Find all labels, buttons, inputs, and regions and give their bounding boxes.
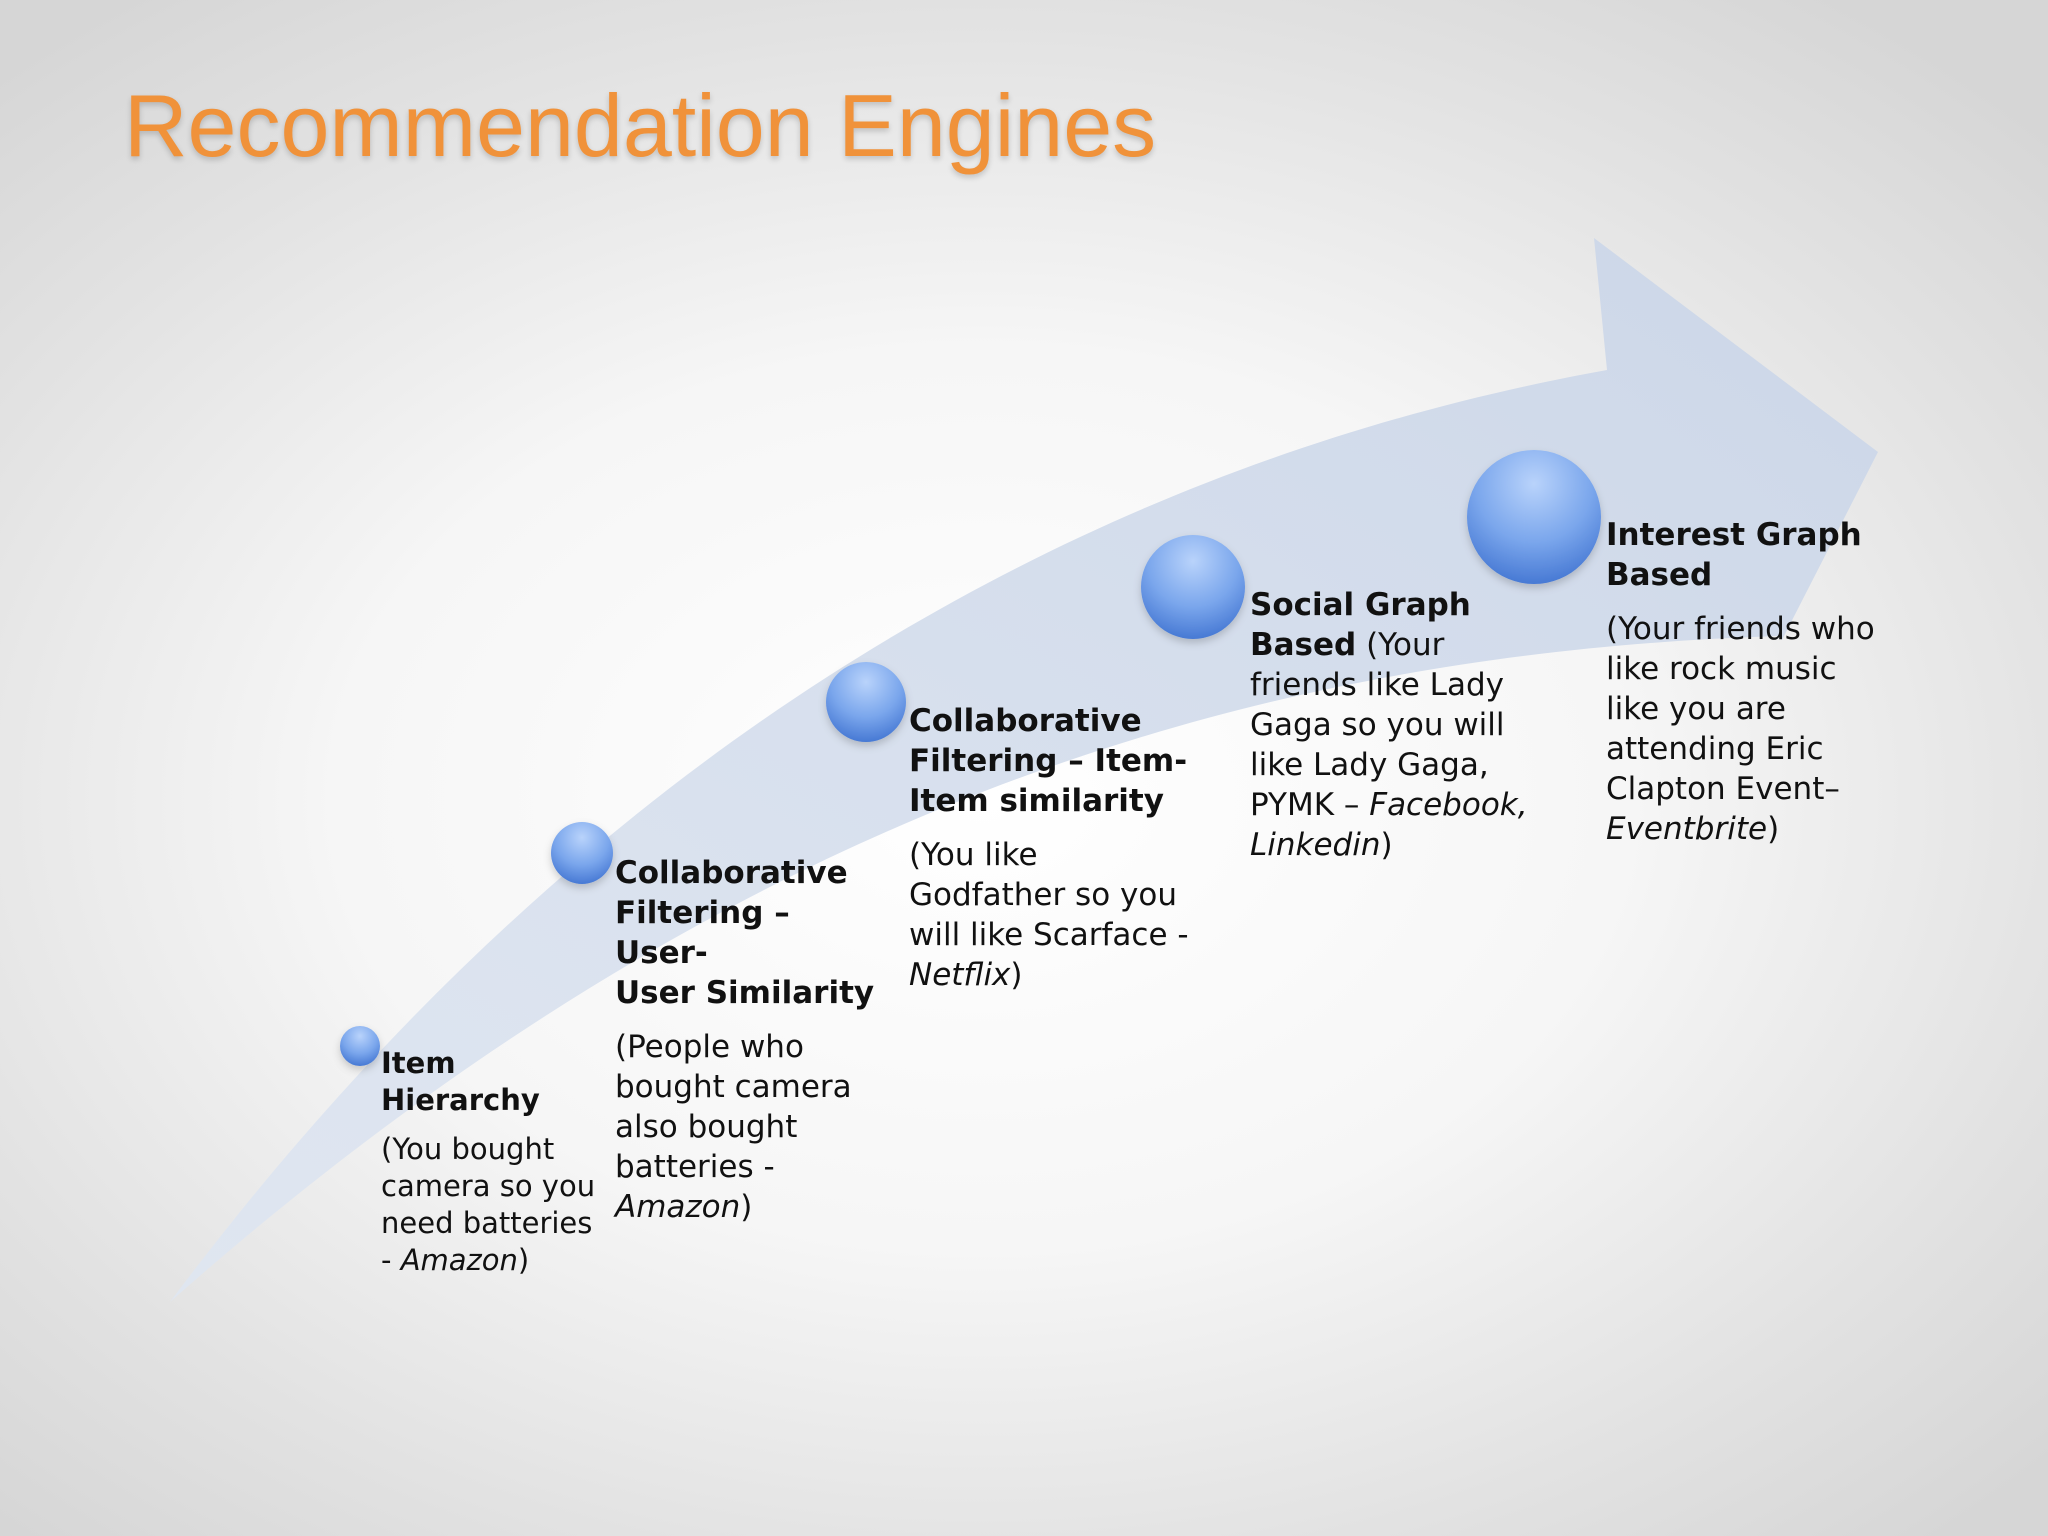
step-item-hierarchy: Item Hierarchy (You bought camera so you… xyxy=(381,1045,601,1279)
desc-line: (Your friends who xyxy=(1606,611,1875,647)
desc-line: also bought xyxy=(615,1109,798,1145)
step-heading: Interest Graph Based xyxy=(1606,515,1896,595)
desc-text: ) xyxy=(1767,811,1780,847)
step-description: (You bought camera so you need batteries… xyxy=(381,1131,601,1279)
slide-title: Recommendation Engines xyxy=(124,76,1157,175)
desc-text: ) xyxy=(1010,957,1023,993)
desc-line: camera so you xyxy=(381,1169,596,1203)
desc-line: bought camera xyxy=(615,1069,852,1105)
desc-line: like rock music xyxy=(1606,651,1837,687)
desc-text: (Your xyxy=(1356,627,1445,663)
step-description: (People who bought camera also bought ba… xyxy=(615,1027,885,1227)
step-collab-user-user: Collaborative Filtering – User- User Sim… xyxy=(615,853,885,1227)
step-heading: Collaborative Filtering – User- User Sim… xyxy=(615,853,885,1013)
desc-line: like you are xyxy=(1606,691,1786,727)
heading-line: Collaborative xyxy=(909,703,1142,739)
step-heading: Collaborative Filtering – Item- Item sim… xyxy=(909,701,1209,821)
desc-line: (You bought xyxy=(381,1132,555,1166)
desc-text: PYMK – xyxy=(1250,787,1370,823)
heading-line: Filtering – User- xyxy=(615,895,790,971)
desc-text: ) xyxy=(517,1243,530,1277)
desc-line: (People who xyxy=(615,1029,804,1065)
desc-line: PYMK – Facebook, xyxy=(1250,785,1550,825)
source-name: Netflix xyxy=(909,957,1011,993)
source-name: Facebook, xyxy=(1369,787,1528,823)
step-node-5 xyxy=(1467,450,1601,584)
heading-line: Social Graph xyxy=(1250,587,1471,623)
step-node-2 xyxy=(551,822,613,884)
heading-line: Filtering – Item- xyxy=(909,743,1188,779)
heading-line: Based (Your xyxy=(1250,625,1550,665)
heading-line: Item similarity xyxy=(909,783,1164,819)
step-description: (Your friends who like rock music like y… xyxy=(1606,609,1896,849)
heading-line: Hierarchy xyxy=(381,1083,540,1117)
curved-arrow-shape xyxy=(170,238,1878,1302)
heading-line: Based xyxy=(1606,557,1713,593)
desc-line: Amazon) xyxy=(615,1187,885,1227)
desc-text: ) xyxy=(1380,827,1393,863)
desc-text: - xyxy=(381,1243,401,1277)
heading-line: User Similarity xyxy=(615,975,875,1011)
heading-line: Item xyxy=(381,1046,456,1080)
desc-line: Linkedin) xyxy=(1250,825,1550,865)
desc-line: need batteries xyxy=(381,1206,593,1240)
desc-line: will like Scarface - xyxy=(909,917,1189,953)
desc-line: - Amazon) xyxy=(381,1242,601,1279)
heading-line: Collaborative xyxy=(615,855,848,891)
source-name: Linkedin xyxy=(1250,827,1381,863)
step-collab-item-item: Collaborative Filtering – Item- Item sim… xyxy=(909,701,1209,995)
step-node-4 xyxy=(1141,535,1245,639)
desc-line: attending Eric xyxy=(1606,731,1824,767)
source-name: Amazon xyxy=(615,1189,741,1225)
heading-text: Based xyxy=(1250,627,1357,663)
step-description: (You like Godfather so you will like Sca… xyxy=(909,835,1209,995)
step-node-3 xyxy=(826,662,906,742)
desc-line: Netflix) xyxy=(909,955,1209,995)
desc-line: Godfather so you xyxy=(909,877,1177,913)
desc-line: Eventbrite) xyxy=(1606,809,1896,849)
desc-text: ) xyxy=(740,1189,753,1225)
desc-line: Clapton Event– xyxy=(1606,771,1840,807)
desc-line: friends like Lady xyxy=(1250,667,1504,703)
source-name: Eventbrite xyxy=(1606,811,1768,847)
desc-line: Gaga so you will xyxy=(1250,707,1505,743)
step-social-graph: Social Graph Based (Your friends like La… xyxy=(1250,585,1550,865)
step-heading: Item Hierarchy xyxy=(381,1045,601,1119)
desc-line: batteries - xyxy=(615,1149,775,1185)
step-description: friends like Lady Gaga so you will like … xyxy=(1250,665,1550,865)
step-node-1 xyxy=(340,1026,380,1066)
heading-line: Interest Graph xyxy=(1606,517,1862,553)
step-interest-graph: Interest Graph Based (Your friends who l… xyxy=(1606,515,1896,849)
source-name: Amazon xyxy=(400,1243,518,1277)
step-heading: Social Graph Based (Your xyxy=(1250,585,1550,665)
desc-line: like Lady Gaga, xyxy=(1250,747,1489,783)
desc-line: (You like xyxy=(909,837,1038,873)
